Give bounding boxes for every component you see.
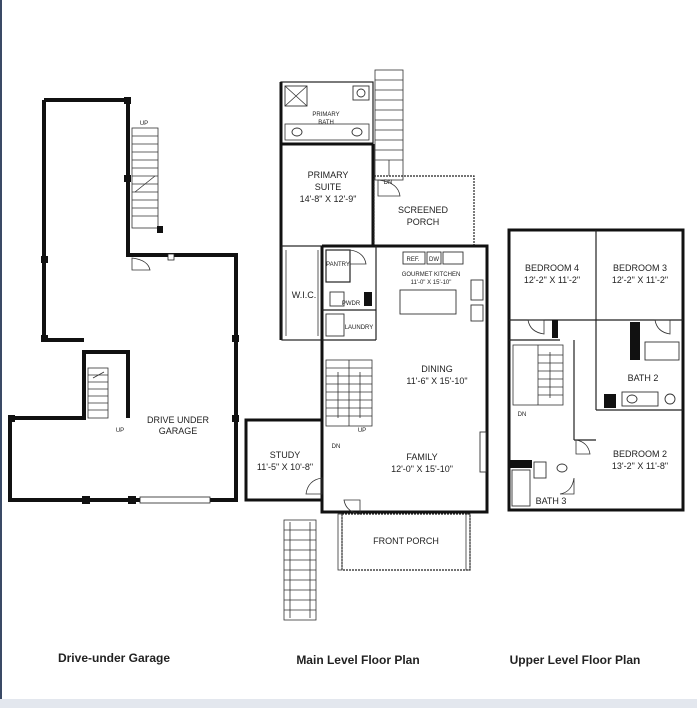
front-porch-label: FRONT PORCH xyxy=(373,536,439,546)
kitchen-island xyxy=(399,289,457,315)
study-dim: 11'-5" X 10'-8" xyxy=(257,462,313,472)
garage-room-label-1: DRIVE UNDER xyxy=(147,415,210,425)
main-stair-dn-label: DN xyxy=(332,444,341,450)
pantry-label: PANTRY xyxy=(326,262,350,268)
garage-stair-up-label: UP xyxy=(140,121,148,127)
study-room xyxy=(244,418,324,502)
main-rear-stair xyxy=(374,69,404,181)
sink-2 xyxy=(351,127,363,137)
kitchen-dim: 11'-0" X 15'-10" xyxy=(411,280,452,286)
family-dim: 12'-0" X 15'-10" xyxy=(391,464,453,474)
pantry-room xyxy=(325,249,351,283)
bath2-label: BATH 2 xyxy=(628,373,659,383)
garage-door-swing xyxy=(131,257,151,271)
garage-stair-upper xyxy=(131,127,163,233)
garage-columns xyxy=(8,97,239,504)
upper-stair xyxy=(512,344,564,406)
bath2-tub xyxy=(644,341,680,361)
caption-garage: Drive-under Garage xyxy=(58,651,170,665)
page-left-edge xyxy=(0,0,2,699)
primary-suite-label-2: SUITE xyxy=(315,182,342,192)
main-plan: PRIMARY BATH DN PRIMARY SUITE 14'-8" X 1… xyxy=(244,69,489,621)
caption-upper: Upper Level Floor Plan xyxy=(510,653,641,667)
rear-stair-dn-label: DN xyxy=(384,180,393,186)
pwdr-label: PWDR xyxy=(342,301,361,307)
garage-stair-up-lower-label: UP xyxy=(116,428,124,434)
primary-bath-label-1: PRIMARY xyxy=(312,112,339,118)
caption-main: Main Level Floor Plan xyxy=(296,653,419,667)
sink-1 xyxy=(291,127,303,137)
kitchen-label: GOURMET KITCHEN xyxy=(402,272,461,278)
upper-stair-dn-label: DN xyxy=(518,412,527,418)
bath3-label: BATH 3 xyxy=(536,496,567,506)
garage-walls xyxy=(8,98,238,502)
upper-outer-walls xyxy=(507,228,685,512)
garage-plan: UP UP DRIVE UNDER GARAGE xyxy=(8,97,239,504)
bed3-dim: 12'-2" X 11'-2" xyxy=(612,275,668,285)
upper-plan: BEDROOM 4 12'-2" X 11'-2" BEDROOM 3 12'-… xyxy=(507,228,685,512)
main-stair-up-label: UP xyxy=(358,428,366,434)
garage-door-opening xyxy=(139,496,211,504)
bed4-dim: 12'-2" X 11'-2" xyxy=(524,275,580,285)
bed2-dim: 13'-2" X 11'-8" xyxy=(612,461,668,471)
page-bottom-band xyxy=(0,699,697,708)
primary-suite-dim: 14'-8" X 12'-9" xyxy=(300,194,357,204)
dining-dim: 11'-6" X 15'-10" xyxy=(406,376,467,386)
bath3-tub xyxy=(511,469,531,507)
primary-bath-label-2: BATH xyxy=(318,120,334,126)
dining-label: DINING xyxy=(421,364,453,374)
bed4-label: BEDROOM 4 xyxy=(525,263,579,273)
main-internal-walls xyxy=(322,246,377,341)
study-label: STUDY xyxy=(270,450,301,460)
garage-room-label-2: GARAGE xyxy=(159,426,198,436)
screened-porch-label-1: SCREENED xyxy=(398,205,449,215)
ref-label: REF. xyxy=(406,257,419,263)
primary-suite-walls xyxy=(279,82,375,340)
primary-suite-label-1: PRIMARY xyxy=(308,170,349,180)
garage-stair-lower xyxy=(87,367,109,419)
main-interior-stair xyxy=(325,359,373,427)
main-front-stair xyxy=(283,519,317,621)
bed3-label: BEDROOM 3 xyxy=(613,263,667,273)
wic-label: W.I.C. xyxy=(292,290,317,300)
dw-label: DW xyxy=(429,257,439,263)
screened-porch-label-2: PORCH xyxy=(407,217,440,227)
laundry-label: LAUNDRY xyxy=(345,325,374,331)
family-label: FAMILY xyxy=(406,452,437,462)
bed2-label: BEDROOM 2 xyxy=(613,449,667,459)
upper-internal-walls xyxy=(509,230,683,441)
